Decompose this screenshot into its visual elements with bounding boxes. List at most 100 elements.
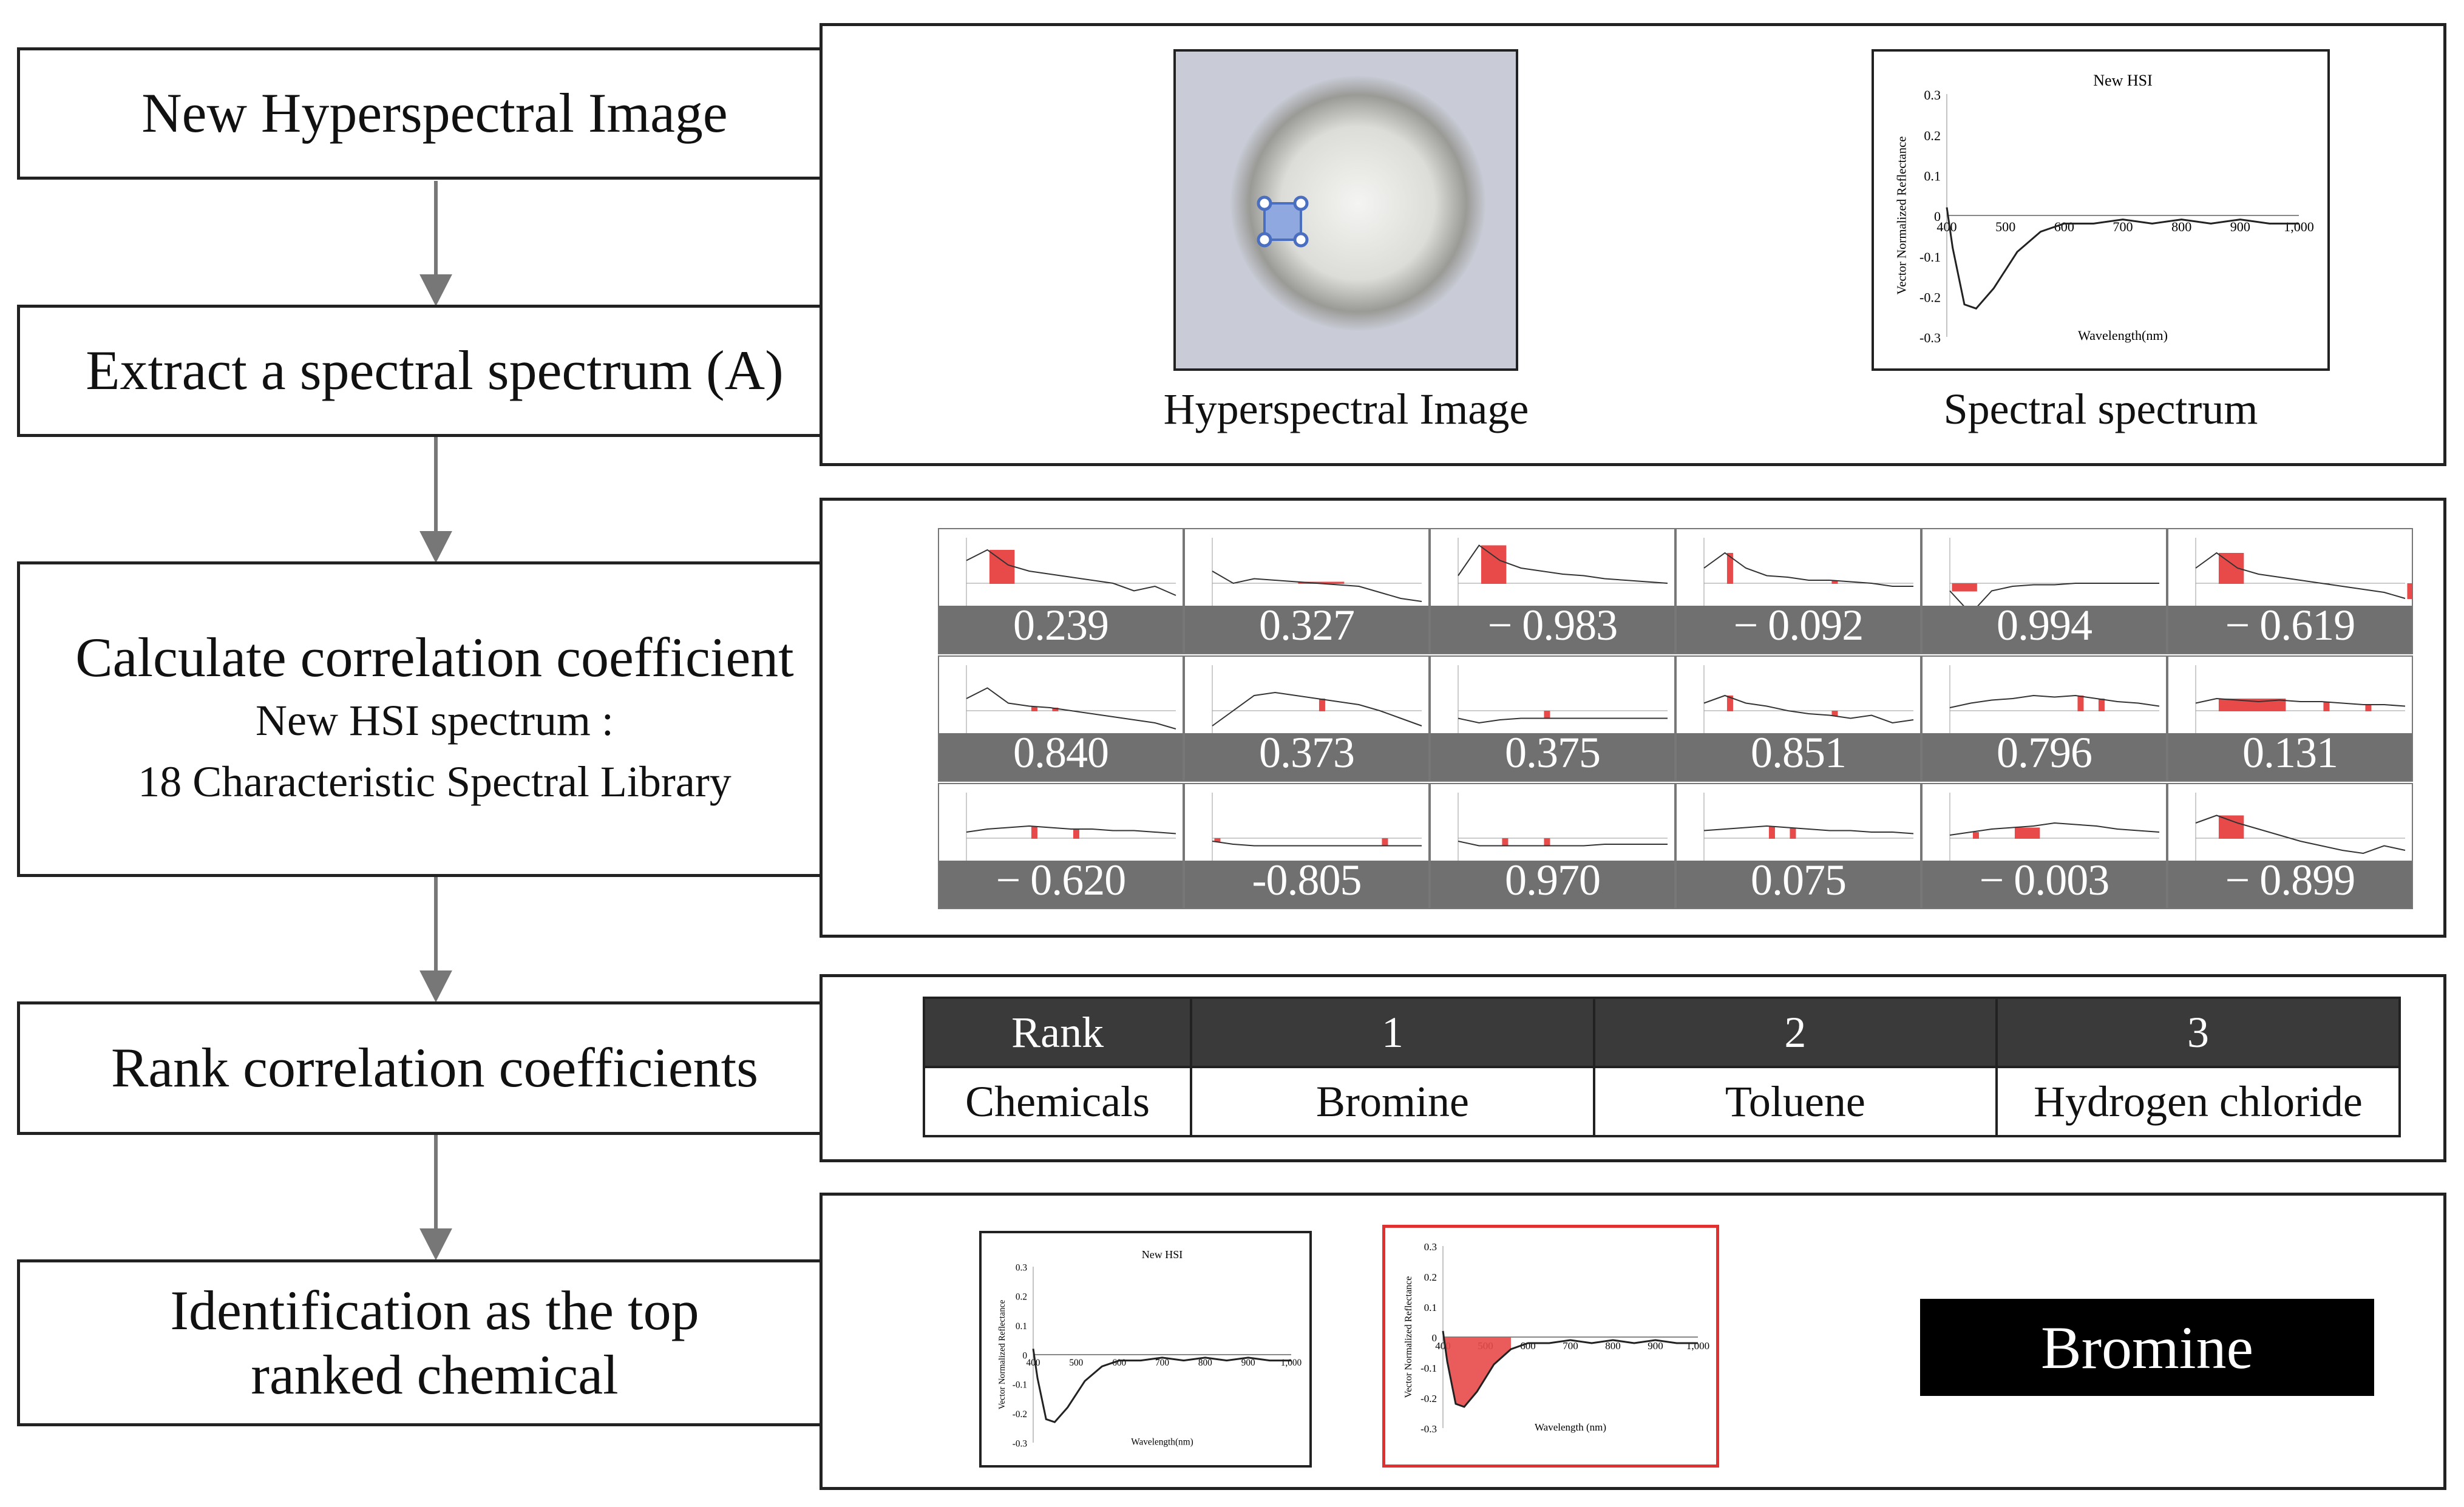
series-line	[2195, 552, 2406, 599]
coefficient-band	[1185, 733, 1428, 781]
correlation-coefficient: − 0.092	[1733, 601, 1864, 649]
selection-roi	[1263, 202, 1302, 241]
highlight-bar	[1031, 826, 1037, 839]
y-tick-label: 0.2	[1924, 128, 1941, 143]
correlation-coefficient: − 0.619	[2225, 601, 2356, 649]
highlight-bar	[1052, 708, 1059, 711]
correlation-coefficient: 0.970	[1505, 856, 1601, 904]
coefficient-band	[2168, 861, 2412, 908]
y-tick-label: -0.3	[1013, 1438, 1028, 1449]
coefficient-band	[2168, 606, 2412, 653]
y-tick-label: -0.2	[1013, 1409, 1027, 1420]
x-tick-label: 900	[1648, 1340, 1663, 1352]
chart-title: New HSI	[2093, 72, 2153, 89]
correlation-coefficient: 0.840	[1013, 728, 1109, 777]
correlation-coefficient: -0.805	[1252, 856, 1362, 904]
rank-header-cell: 1	[1190, 997, 1595, 1068]
x-tick-label: 1,000	[1686, 1340, 1709, 1352]
step-identification: Identification as the top ranked chemica…	[17, 1259, 852, 1426]
y-tick-label: -0.3	[1919, 330, 1941, 345]
y-tick-label: 0	[1022, 1350, 1027, 1361]
step-extract-spectrum: Extract a spectral spectrum (A)	[17, 305, 852, 437]
step-rank-coefficients: Rank correlation coefficients	[17, 1001, 852, 1135]
library-spectrum-cell: 0.840	[938, 655, 1184, 782]
y-axis-label: Vector Normalized Reflectance	[1403, 1276, 1414, 1398]
step-title: Identification as the top	[170, 1279, 699, 1341]
highlight-bar	[1952, 583, 1977, 592]
coefficient-band	[1431, 606, 1674, 653]
panel-rank-table: Rank 1 2 3 Chemicals Bromine Toluene Hyd…	[820, 974, 2446, 1162]
library-spectrum-cell: 0.327	[1184, 528, 1430, 654]
y-tick-label: 0.2	[1424, 1272, 1437, 1283]
highlight-bar	[1790, 827, 1796, 839]
library-spectrum-plot	[1949, 793, 2160, 884]
step-title: Calculate correlation coefficient	[75, 626, 794, 689]
library-spectrum-cell: 0.970	[1430, 783, 1675, 909]
highlight-bar	[1382, 838, 1388, 847]
series-line	[1703, 552, 1913, 587]
library-spectrum-plot	[2195, 793, 2406, 884]
x-tick-label: 700	[1155, 1358, 1169, 1368]
y-tick-label: 0.1	[1924, 168, 1941, 183]
x-tick-label: 500	[1069, 1358, 1083, 1368]
series-line	[2195, 697, 2406, 707]
x-tick-label: 900	[2230, 219, 2250, 234]
highlight-bar	[1544, 711, 1550, 719]
step-title: Rank correlation coefficients	[110, 1037, 759, 1099]
highlight-bar	[1073, 829, 1079, 839]
x-tick-label: 1,000	[2284, 219, 2314, 234]
library-spectrum-cell: − 0.092	[1675, 528, 1921, 654]
series-line	[1212, 841, 1422, 847]
rank-table-header: Rank 1 2 3	[922, 997, 2401, 1068]
highlight-bar	[1726, 553, 1733, 584]
library-spectrum-cell: − 0.619	[2167, 528, 2413, 654]
library-spectrum-cell: 0.375	[1430, 655, 1675, 782]
highlight-bar	[1298, 581, 1345, 584]
library-spectrum-plot	[2195, 538, 2412, 629]
correlation-coefficient: − 0.983	[1487, 601, 1618, 649]
highlight-bar	[1726, 696, 1733, 711]
highlight-bar	[1768, 826, 1775, 839]
rank-table-row: Chemicals Bromine Toluene Hydrogen chlor…	[922, 1066, 2401, 1137]
library-spectrum-plot	[1458, 793, 1668, 884]
rank-header-cell: 2	[1592, 997, 1998, 1068]
correlation-coefficient: 0.375	[1505, 728, 1601, 777]
y-tick-label: -0.2	[1919, 290, 1941, 305]
highlight-bar	[2365, 705, 2372, 711]
rank-header-cell: 3	[1995, 997, 2401, 1068]
chart-title: New HSI	[1142, 1248, 1183, 1261]
highlight-bar	[2218, 699, 2286, 711]
correlation-coefficient: 0.373	[1259, 728, 1355, 777]
correlation-coefficient: 0.327	[1259, 601, 1355, 649]
correlation-coefficient: − 0.899	[2225, 856, 2356, 904]
series-line	[1032, 1349, 1291, 1423]
coefficient-band	[1185, 861, 1428, 908]
step-subtitle: 18 Characteristic Spectral Library	[138, 757, 731, 806]
library-spectrum-plot	[966, 538, 1176, 629]
correlation-coefficient: 0.994	[1997, 601, 2092, 649]
coefficient-band	[1185, 606, 1428, 653]
series-line	[1458, 841, 1668, 847]
y-tick-label: -0.1	[1919, 249, 1941, 265]
highlight-bar	[2407, 583, 2412, 599]
series-line	[1212, 691, 1422, 726]
series-line	[2195, 814, 2406, 855]
library-spectrum-plot	[1949, 665, 2160, 756]
y-tick-label: -0.1	[1013, 1380, 1027, 1390]
library-spectrum-cell: 0.994	[1921, 528, 2167, 654]
correlation-coefficient: 0.796	[1997, 728, 2092, 777]
coefficient-band	[1677, 606, 1920, 653]
y-tick-label: 0.3	[1924, 87, 1941, 103]
highlight-bar	[1214, 838, 1221, 842]
x-tick-label: 500	[1995, 219, 2015, 234]
y-tick-label: 0.3	[1016, 1262, 1027, 1273]
library-spectrum-cell: 0.796	[1921, 655, 2167, 782]
library-spectrum-plot	[1458, 538, 1668, 629]
series-line	[1949, 694, 2160, 708]
